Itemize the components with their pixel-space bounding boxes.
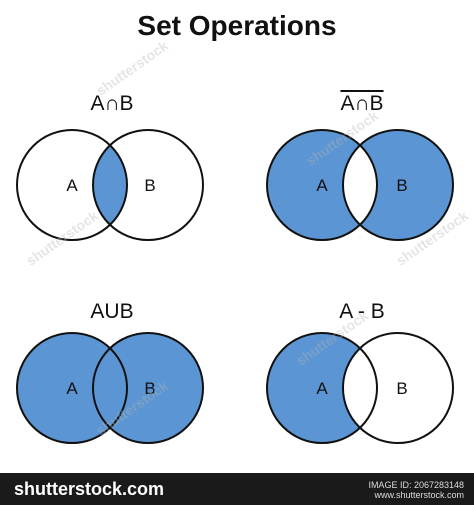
set-b-label: B [396, 379, 407, 398]
footer-bar: shutterstock.com IMAGE ID: 2067283148 ww… [0, 473, 474, 505]
page-title: Set Operations [137, 10, 337, 41]
set-a-label: A [316, 379, 328, 398]
set-a-label: A [66, 379, 78, 398]
shutterstock-logo: shutterstock.com [14, 479, 165, 499]
panel-label-complement-intersection: A∩B [340, 92, 384, 115]
venn-complement-intersection: A B [266, 129, 454, 241]
set-b-label: B [144, 176, 155, 195]
image-id: IMAGE ID: 2067283148 www.shutterstock.co… [368, 480, 464, 500]
venn-diagrams: A B A B A B A B [16, 129, 454, 444]
set-a-label: A [66, 176, 78, 195]
set-b-label: B [144, 379, 155, 398]
panel-label-intersection: A∩B [90, 92, 134, 115]
image-id-text: IMAGE ID: 2067283148 [368, 480, 464, 490]
venn-intersection: A B [16, 129, 204, 241]
venn-union: A B [16, 332, 204, 444]
panel-label-difference: A - B [339, 300, 385, 323]
image-site-text: www.shutterstock.com [374, 490, 464, 500]
set-b-label: B [396, 176, 407, 195]
venn-difference: A B [266, 332, 454, 444]
panel-label-union: AUB [90, 300, 134, 323]
set-a-label: A [316, 176, 328, 195]
